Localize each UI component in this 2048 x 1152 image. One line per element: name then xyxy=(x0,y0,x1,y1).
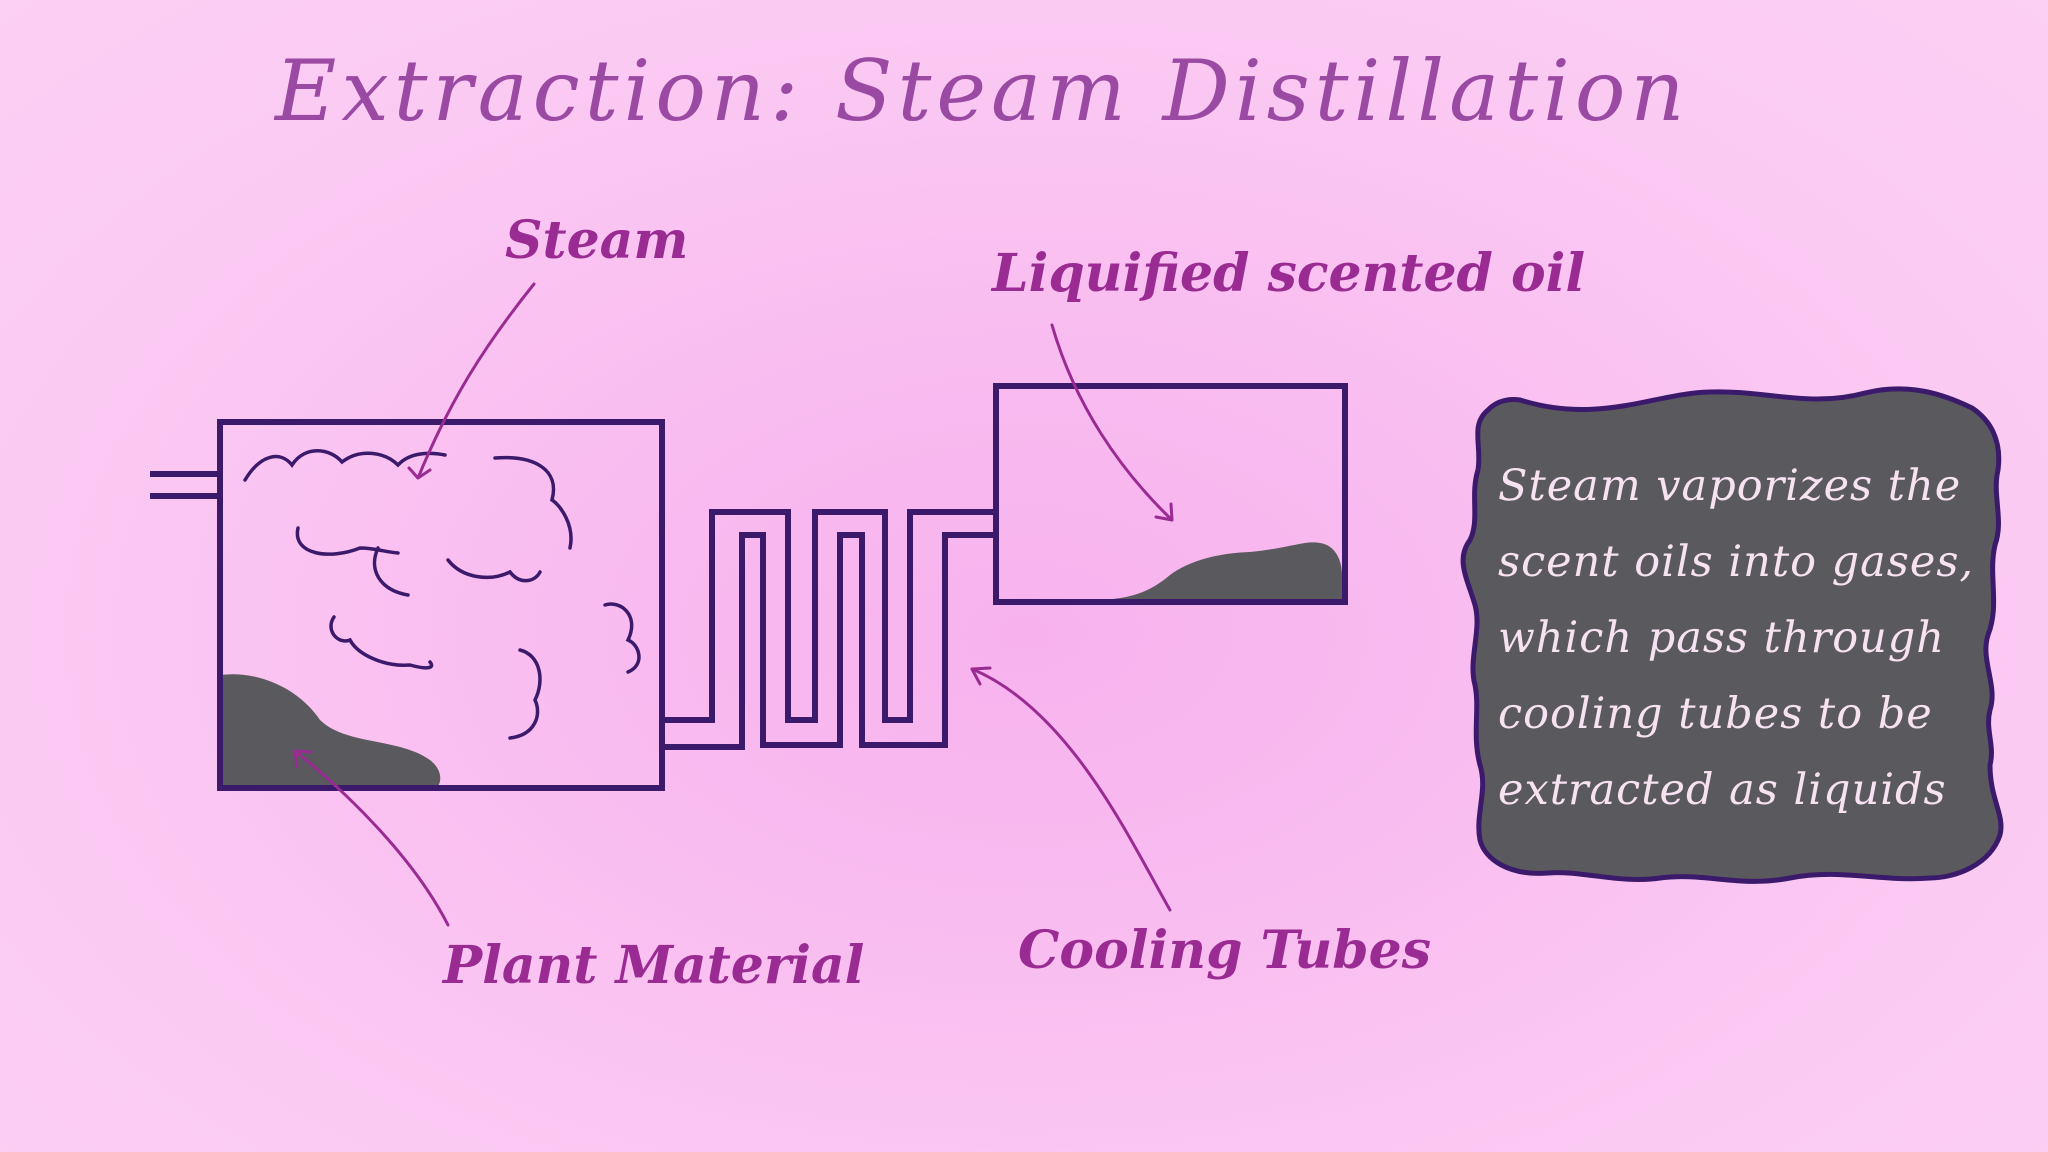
oil-arrow xyxy=(1050,323,1174,522)
note-line: which pass through xyxy=(1498,613,1945,663)
note-line: cooling tubes to be xyxy=(1498,689,1933,739)
note-line: extracted as liquids xyxy=(1498,765,1947,815)
label-arrows xyxy=(293,282,1174,927)
collected-oil-fill xyxy=(1090,542,1342,602)
steam-arrow xyxy=(407,282,536,480)
note-line: scent oils into gases, xyxy=(1498,537,1975,587)
steam-clouds xyxy=(243,449,641,740)
label-liquified-oil: Liquified scented oil xyxy=(992,243,1586,304)
plant-material-arrow xyxy=(293,749,450,927)
label-cooling-tubes: Cooling Tubes xyxy=(1018,920,1431,981)
label-plant-material: Plant Material xyxy=(443,935,865,996)
note-box xyxy=(1460,386,2004,884)
distillation-chamber xyxy=(217,419,665,791)
plant-material-fill xyxy=(220,674,441,787)
note-line: Steam vaporizes the xyxy=(1498,461,1962,511)
note-text: Steam vaporizes the scent oils into gase… xyxy=(1498,448,1998,828)
inlet-pipe xyxy=(150,471,220,499)
slide-title: Extraction: Steam Distillation xyxy=(275,42,1690,140)
cooling-tubes xyxy=(662,509,996,750)
cooling-tubes-arrow xyxy=(970,666,1172,912)
label-steam: Steam xyxy=(505,210,689,271)
collection-vessel xyxy=(993,383,1348,605)
